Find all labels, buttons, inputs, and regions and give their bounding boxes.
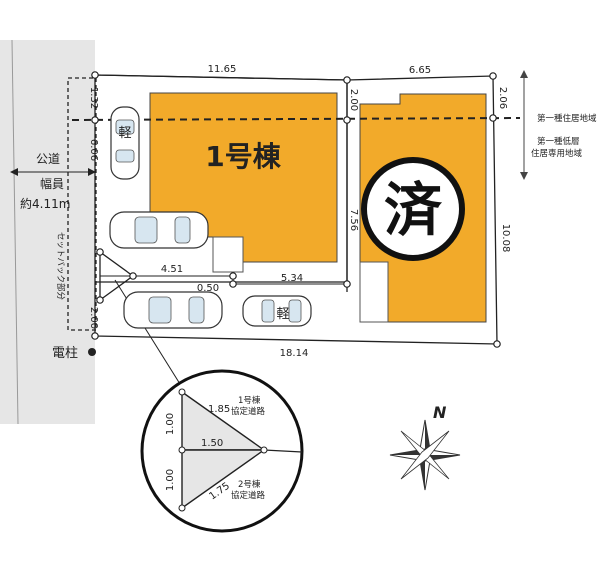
dim-left-mid: 6.06 <box>88 139 99 161</box>
road-title: 公道 <box>36 152 60 166</box>
utility-pole <box>88 348 96 356</box>
inset-dim-1-50: 1.50 <box>201 438 223 449</box>
compass-icon: N <box>389 403 461 491</box>
inset-detail: 1.85 1.00 1.50 1.00 1.75 1号棟 協定道路 2号棟 協定… <box>140 369 304 533</box>
compass-north: N <box>433 403 447 422</box>
dim-left-top: 1.32 <box>88 87 99 109</box>
car-kei-bottom: 軽 <box>242 295 312 327</box>
dim-b2-right-top: 2.06 <box>497 87 508 109</box>
car-lower <box>123 291 223 329</box>
building-1-entry <box>212 236 244 273</box>
car-upper <box>109 211 209 249</box>
dim-bottom: 18.14 <box>280 348 309 359</box>
zoning-line <box>71 117 521 121</box>
setback-area <box>67 77 97 331</box>
dim-right: 10.08 <box>500 224 511 253</box>
dim-middle-vertical: 7.56 <box>348 209 359 231</box>
sold-stamp: 済 <box>361 157 465 261</box>
setback-label: セットバック部分 <box>55 232 66 301</box>
inset-dim-1-85: 1.85 <box>208 404 230 415</box>
inset-dim-1-00-top: 1.00 <box>165 413 176 435</box>
car-kei-label-top: 軽 <box>118 126 131 141</box>
zoning-arrow-down <box>520 172 528 180</box>
inset-triangle-lower <box>181 449 267 510</box>
inset-dim-1-00-bottom: 1.00 <box>165 469 176 491</box>
building-2-entry <box>359 261 389 323</box>
dim-b2-left-top: 2.00 <box>348 89 359 111</box>
public-road <box>0 40 95 424</box>
dim-mid-5-34: 5.34 <box>281 273 303 284</box>
dim-mid-4-51: 4.51 <box>161 264 183 275</box>
utility-pole-label: 電柱 <box>52 346 78 361</box>
zone-lower-label-2: 住居専用地域 <box>531 148 583 159</box>
lot-outline <box>94 74 498 345</box>
inset-line-ext <box>263 449 303 453</box>
zone-lower-label-1: 第一種低層 <box>537 136 580 147</box>
dim-mid-0-50: 0.50 <box>197 283 219 294</box>
inset-road1-line1: 1号棟 <box>238 395 261 406</box>
inset-road2-line2: 協定道路 <box>231 490 266 501</box>
dim-left-bottom: 2.00 <box>88 307 99 329</box>
dim-top-left: 11.65 <box>208 64 237 75</box>
dim-top-right: 6.65 <box>409 65 431 76</box>
road-width-line1: 幅員 <box>40 176 64 191</box>
road-width-line2: 約4.11m <box>20 196 70 211</box>
car-kei-label-bottom: 軽 <box>276 307 289 322</box>
road-width-arrow-left <box>10 168 18 176</box>
zoning-arrow-up <box>520 70 528 78</box>
zone-upper-label: 第一種住居地域 <box>537 113 597 124</box>
inset-road2-line1: 2号棟 <box>238 479 261 490</box>
sold-stamp-text: 済 <box>384 176 443 244</box>
inset-road1-line2: 協定道路 <box>231 406 266 417</box>
vertex-markers <box>91 71 501 348</box>
building-1-label: 1号棟 <box>205 140 281 173</box>
car-kei-top: 軽 <box>110 106 140 180</box>
road-width-arrow-right <box>88 168 96 176</box>
road-edge <box>11 39 19 425</box>
